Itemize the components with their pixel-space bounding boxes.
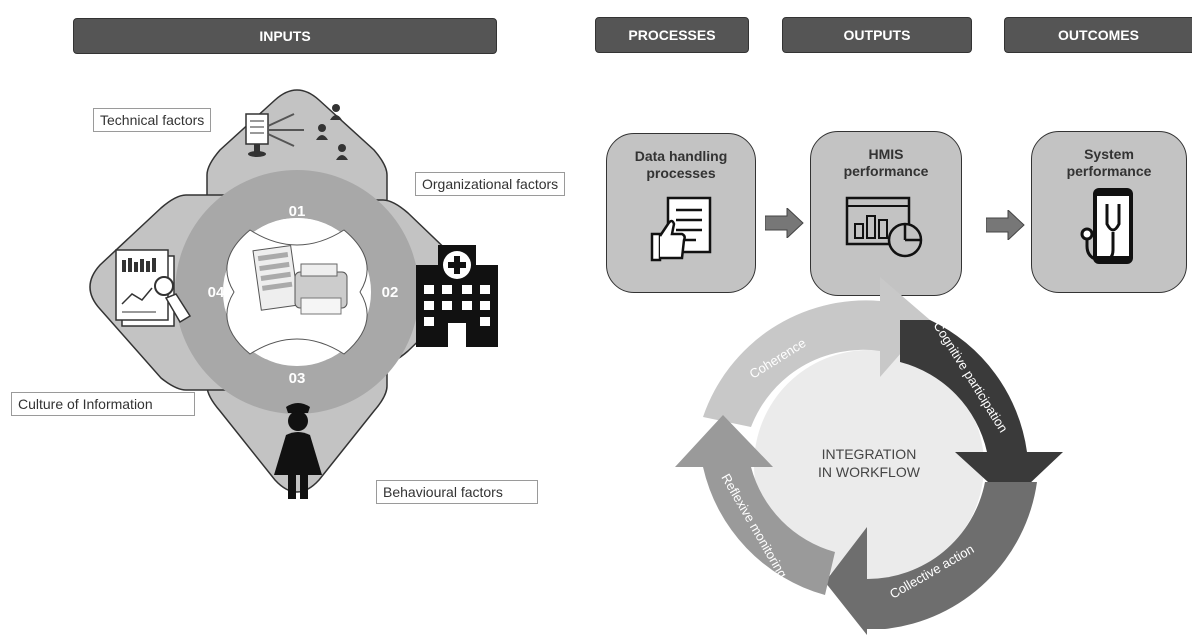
header-outputs: OUTPUTS bbox=[782, 17, 972, 53]
inputs-diagram: 01 02 03 04 bbox=[89, 89, 498, 499]
cycle-center-line1: INTEGRATION bbox=[822, 446, 917, 462]
header-outcomes: OUTCOMES bbox=[1004, 17, 1192, 53]
arrow-cognitive-participation bbox=[900, 320, 1063, 502]
processes-title-line1: Data handling bbox=[634, 148, 728, 164]
cycle-center bbox=[754, 350, 984, 580]
outputs-title-line2: performance bbox=[843, 163, 929, 179]
arrow-coherence bbox=[703, 277, 930, 427]
cycle-center-line2: IN WORKFLOW bbox=[818, 464, 921, 480]
outputs-title-line1: HMIS bbox=[868, 146, 904, 162]
processes-title-line2: processes bbox=[646, 165, 716, 181]
header-inputs: INPUTS bbox=[73, 18, 497, 54]
outcomes-title-line2: performance bbox=[1066, 163, 1152, 179]
label-organizational-factors: Organizational factors bbox=[415, 172, 566, 196]
document-thumbs-up-icon bbox=[650, 196, 712, 262]
label-culture-of-information: Culture of Information bbox=[11, 392, 195, 416]
num-01: 01 bbox=[289, 203, 306, 220]
nurse-icon bbox=[274, 403, 322, 499]
arrow-collective-action bbox=[825, 482, 1037, 635]
label-behavioural-factors: Behavioural factors bbox=[376, 480, 538, 504]
workflow-cycle: INTEGRATION IN WORKFLOW Coherence Cognit… bbox=[675, 277, 1063, 635]
outcomes-title-line1: System bbox=[1084, 146, 1134, 162]
header-processes: PROCESSES bbox=[595, 17, 749, 53]
report-magnifier-icon bbox=[115, 249, 192, 327]
num-04: 04 bbox=[208, 284, 225, 301]
num-02: 02 bbox=[382, 284, 399, 301]
center-ring bbox=[175, 170, 419, 414]
analytics-chart-icon bbox=[845, 196, 923, 258]
documents-printer-icon bbox=[252, 244, 348, 315]
arrow-outputs-to-outcomes bbox=[986, 210, 1025, 240]
arrow-processes-to-outputs bbox=[765, 208, 804, 238]
arrow-reflexive-monitoring bbox=[675, 415, 835, 595]
num-03: 03 bbox=[289, 370, 306, 387]
phone-stethoscope-icon bbox=[1080, 188, 1133, 264]
hospital-icon bbox=[416, 245, 498, 347]
label-technical-factors: Technical factors bbox=[93, 108, 212, 132]
network-users-icon bbox=[245, 104, 348, 160]
